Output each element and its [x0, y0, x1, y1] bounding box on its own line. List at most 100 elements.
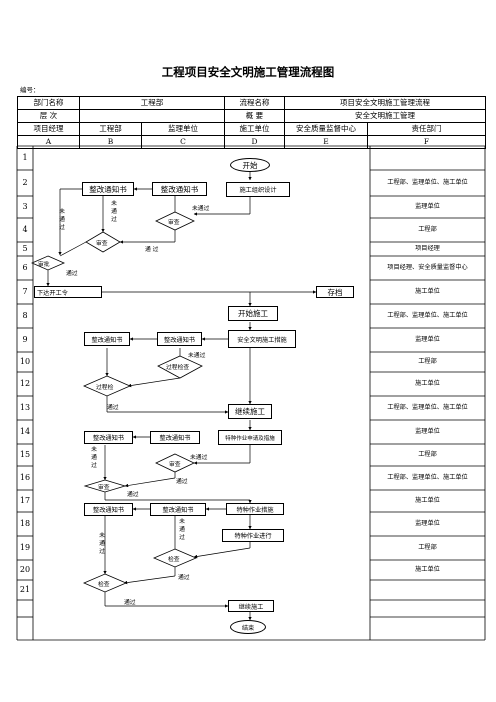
responsible-dept: 施工单位 — [415, 497, 440, 504]
review-diamond-c2 — [155, 453, 195, 473]
responsible-dept: 监理单位 — [415, 520, 440, 527]
row-number: 10 — [19, 357, 31, 366]
row-number: 9 — [22, 335, 28, 344]
end-terminal: 结束 — [230, 620, 266, 634]
responsible-dept: 监理单位 — [415, 203, 440, 210]
pass-label-4: 通过 — [176, 479, 188, 485]
pass-label-5: 通过 — [127, 492, 139, 498]
fail-label-1: 未通过 — [192, 206, 210, 212]
responsible-dept: 工程部、监理单位、施工单位 — [387, 474, 468, 481]
pass-label-2: 通过 — [66, 271, 78, 277]
col-letter-f: F — [367, 135, 486, 149]
fail-label-7: 未通过 — [179, 519, 185, 541]
review-label-b2: 审查 — [98, 485, 110, 491]
row-number: 20 — [19, 565, 31, 574]
row-number: 4 — [22, 225, 28, 234]
pass-label-6: 通过 — [178, 575, 190, 581]
review-diamond-b2 — [83, 479, 127, 493]
row-number: 18 — [19, 519, 31, 528]
process-check-diamond-c — [157, 355, 203, 379]
continue-construction-2: 继续施工 — [228, 600, 274, 612]
responsible-dept: 监理单位 — [415, 336, 440, 343]
safety-measures: 安全文明施工措施 — [228, 330, 296, 348]
serial-label: 编号： — [20, 86, 40, 94]
process-check-diamond-b — [82, 375, 132, 397]
responsible-dept: 项目经理、安全质量监督中心 — [387, 264, 468, 271]
special-work-measures: 特种作业措施 — [226, 503, 284, 515]
column-header-table: 项目经理 工程部 监理单位 施工单位 安全质量监督中心 责任部门 A B C D… — [17, 122, 486, 149]
continue-construction-1: 继续施工 — [228, 404, 272, 419]
row-number: 1 — [22, 153, 28, 162]
row-number: 3 — [22, 202, 28, 211]
review-label-b: 审查 — [96, 241, 108, 247]
responsible-dept: 施工单位 — [415, 288, 440, 295]
approve-diamond — [31, 255, 65, 271]
fail-label-6: 未通过 — [91, 447, 97, 469]
start-terminal: 开始 — [230, 158, 270, 172]
fail-label-3: 未通过 — [59, 209, 65, 231]
responsible-dept: 项目经理 — [415, 245, 440, 252]
check-label-c: 检查 — [168, 557, 180, 563]
row-number: 2 — [22, 178, 28, 187]
row-number: 21 — [19, 585, 31, 594]
start-order: 下达开工令 — [34, 286, 102, 298]
responsible-dept: 施工单位 — [415, 380, 440, 387]
row-number: 19 — [19, 543, 31, 552]
construction-org-design: 施工组织设计 — [226, 182, 290, 197]
rectification-notice-6: 整改通知书 — [150, 431, 200, 444]
row-number: 14 — [19, 427, 31, 436]
rectification-notice-8: 整改通知书 — [150, 503, 206, 516]
fail-label-2: 未通过 — [111, 201, 117, 223]
special-work-application: 特种作业申请及措施 — [218, 430, 282, 445]
check-label-b: 检查 — [98, 582, 110, 588]
page-title: 工程项目安全文明施工管理流程图 — [161, 65, 335, 79]
row-number: 7 — [22, 287, 28, 296]
row-number: 5 — [22, 244, 28, 253]
rectification-notice-2: 整改通知书 — [152, 182, 207, 196]
row-number: 15 — [19, 450, 31, 459]
pass-label-1: 通 过 — [145, 247, 159, 253]
responsible-dept: 监理单位 — [415, 428, 440, 435]
header-table: 部门名称 工程部 流程名称 项目安全文明施工管理流程 层 次 概 要 安全文明施… — [17, 96, 486, 123]
row-number: 13 — [19, 403, 31, 412]
row-number: 8 — [22, 311, 28, 320]
responsible-dept: 工程部 — [418, 226, 437, 233]
archive-box: 存档 — [316, 286, 354, 298]
rectification-notice-7: 整改通知书 — [84, 503, 133, 516]
rectification-notice-1: 整改通知书 — [82, 182, 134, 196]
pass-label-7: 通过 — [124, 600, 136, 606]
col-letter-d: D — [224, 135, 285, 149]
begin-construction: 开始施工 — [228, 306, 278, 321]
review-diamond-b — [85, 231, 121, 253]
rectification-notice-3: 整改通知书 — [84, 332, 130, 346]
responsible-dept: 施工单位 — [415, 566, 440, 573]
row-number: 6 — [22, 263, 28, 272]
fail-label-4: 未通过 — [188, 353, 206, 359]
responsible-dept: 工程部、监理单位、施工单位 — [387, 312, 468, 319]
rectification-notice-4: 整改通知书 — [157, 332, 202, 346]
responsible-dept: 工程部 — [418, 544, 437, 551]
row-number: 16 — [19, 473, 31, 482]
responsible-dept: 工程部 — [418, 451, 437, 458]
col-letter-e: E — [284, 135, 368, 149]
check-diamond-b — [82, 573, 128, 593]
fail-label-5: 未通过 — [190, 455, 208, 461]
rectification-notice-5: 整改通知书 — [84, 431, 133, 444]
process-check-label-c: 过程检查 — [166, 365, 190, 371]
approve-label: 审批 — [38, 262, 50, 268]
fail-label-8: 未通过 — [99, 533, 105, 555]
special-work-in-progress: 特种作业进行 — [222, 529, 284, 542]
check-diamond-c — [152, 548, 198, 568]
review-diamond-c — [155, 211, 195, 231]
responsible-dept: 工程部 — [418, 358, 437, 365]
responsible-dept: 工程部、监理单位、施工单位 — [387, 179, 468, 186]
col-letter-a: A — [17, 135, 80, 149]
review-label-c2: 审查 — [169, 462, 181, 468]
row-number: 17 — [19, 496, 31, 505]
pass-label-3: 通过 — [107, 405, 119, 411]
row-number: 12 — [19, 379, 31, 388]
review-label-c: 审查 — [168, 220, 180, 226]
responsible-dept: 工程部、监理单位、施工单位 — [387, 404, 468, 411]
process-check-label-b: 过程检 — [96, 385, 114, 391]
